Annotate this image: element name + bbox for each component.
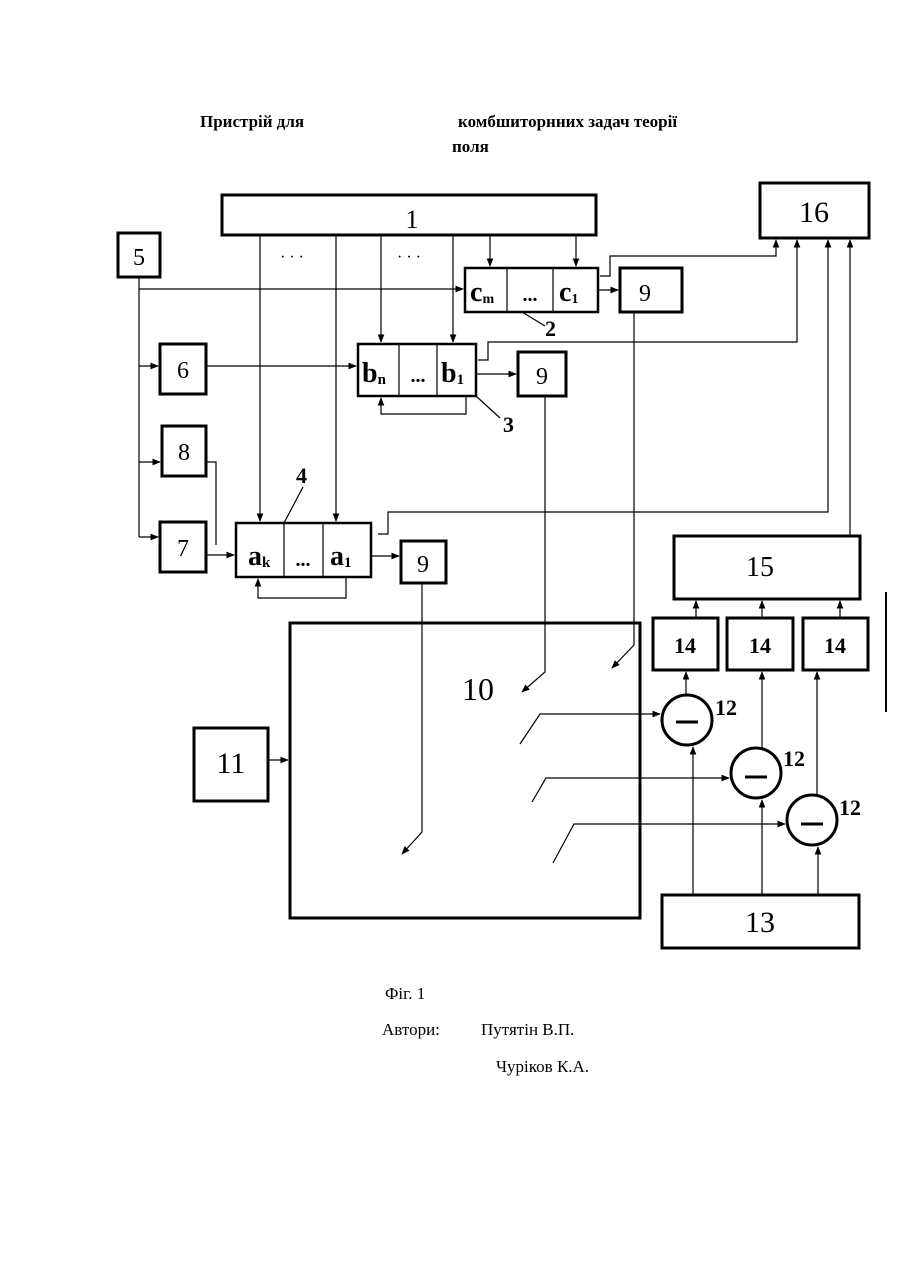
register-a-left: ak <box>248 541 271 572</box>
block-5: 5 <box>118 233 160 277</box>
authors-label: Автори: <box>382 1020 440 1040</box>
block-14-middle-label: 14 <box>749 633 771 658</box>
block-1: 1 <box>222 195 596 235</box>
subtractor-12-a: 12 <box>662 695 737 745</box>
block-14-right: 14 <box>803 618 868 670</box>
block-11: 11 <box>194 728 268 801</box>
register-c-right: c1 <box>559 277 578 308</box>
block-7-label: 7 <box>177 536 189 562</box>
block-9-bottom-label: 9 <box>417 552 429 578</box>
register-c: cm ... c1 <box>465 268 598 312</box>
subtractor-12-a-label: 12 <box>715 695 737 720</box>
block-10-label: 10 <box>462 671 494 707</box>
dots-2: · · · <box>397 249 421 266</box>
block-11-label: 11 <box>217 747 246 780</box>
block-14-left-label: 14 <box>674 633 696 658</box>
block-9-top-label: 9 <box>639 281 651 307</box>
subtractor-12-b-label: 12 <box>783 746 805 771</box>
block-15: 15 <box>674 536 860 599</box>
block-6-label: 6 <box>177 358 189 384</box>
block-16-label: 16 <box>799 196 829 229</box>
block-7: 7 <box>160 522 206 572</box>
block-9-middle: 9 <box>518 352 566 396</box>
block-15-label: 15 <box>746 552 774 583</box>
block-9-middle-label: 9 <box>536 364 548 390</box>
block-13-label: 13 <box>745 906 775 939</box>
register-b-mid: ... <box>411 365 426 387</box>
ref-3-label: 3 <box>503 412 514 437</box>
register-a-right: a1 <box>330 541 352 572</box>
register-a: ak ... a1 <box>236 523 371 577</box>
block-9-bottom: 9 <box>401 541 446 583</box>
register-a-mid: ... <box>296 549 311 571</box>
register-c-left: cm <box>470 277 494 308</box>
block-10: 10 <box>290 623 640 918</box>
subtractor-12-c: 12 <box>787 795 861 845</box>
block-8-label: 8 <box>178 440 190 466</box>
block-14-middle: 14 <box>727 618 793 670</box>
block-5-label: 5 <box>133 245 145 271</box>
block-14-right-label: 14 <box>824 633 846 658</box>
block-6: 6 <box>160 344 206 394</box>
ref-2-label: 2 <box>545 316 556 341</box>
register-b-left: bn <box>362 358 387 389</box>
subtractor-12-b: 12 <box>731 746 805 798</box>
block-1-label: 1 <box>406 205 419 234</box>
ref-4-label: 4 <box>296 463 307 488</box>
dots-1: · · · <box>280 249 304 266</box>
register-b-right: b1 <box>441 358 464 389</box>
block-13: 13 <box>662 895 859 948</box>
block-8: 8 <box>162 426 206 476</box>
subtractor-12-c-label: 12 <box>839 795 861 820</box>
author-2: Чуріков К.А. <box>496 1057 589 1077</box>
register-b: bn ... b1 <box>358 344 476 396</box>
block-14-left: 14 <box>653 618 718 670</box>
figure-caption: Фіг. 1 <box>385 984 425 1004</box>
author-1: Путятін В.П. <box>481 1020 574 1040</box>
block-16: 16 <box>760 183 869 238</box>
block-9-top: 9 <box>620 268 682 312</box>
register-c-mid: ... <box>523 284 538 306</box>
